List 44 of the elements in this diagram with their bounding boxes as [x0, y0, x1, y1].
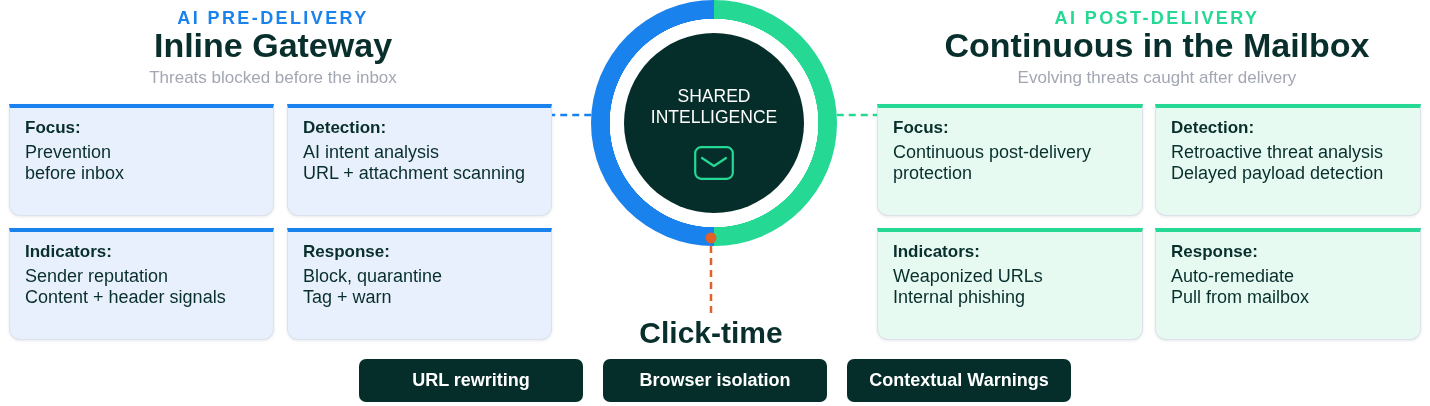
card-text: Weaponized URLs — [893, 266, 1043, 287]
section-title: Inline Gateway — [153, 27, 393, 63]
disc-label: SHARED INTELLIGENCE — [649, 86, 779, 128]
card-text: Tag + warn — [303, 287, 392, 308]
card-text: Prevention before inbox — [25, 142, 126, 184]
section-subtitle: Threats blocked before the inbox — [149, 68, 397, 88]
feature-pill: Contextual Warnings — [847, 359, 1071, 402]
dashed-connector — [552, 113, 592, 117]
card-text: Content + header signals — [25, 287, 226, 308]
card-heading: Response: — [1171, 242, 1258, 262]
info-card — [287, 228, 552, 340]
card-heading: Focus: — [893, 118, 949, 138]
card-heading: Detection: — [1171, 118, 1255, 138]
dashed-connector — [836, 113, 877, 117]
dashed-connector — [705, 232, 717, 316]
card-text: Delayed payload detection — [1171, 163, 1384, 184]
card-text: Sender reputation — [25, 266, 169, 287]
card-text: Block, quarantine — [303, 266, 443, 287]
card-heading: Indicators: — [893, 242, 980, 262]
card-heading: Focus: — [25, 118, 81, 138]
feature-pill: URL rewriting — [359, 359, 583, 402]
info-card — [9, 228, 274, 340]
card-heading: Detection: — [303, 118, 387, 138]
section-heading: Click-time — [639, 316, 783, 349]
info-card — [1155, 228, 1421, 340]
feature-pill: Browser isolation — [603, 359, 827, 402]
card-heading: Response: — [303, 242, 390, 262]
info-card — [877, 228, 1143, 340]
card-text: Continuous post-delivery protection — [893, 142, 1093, 184]
info-card — [1155, 104, 1421, 216]
section-eyebrow: AI POST-DELIVERY — [1054, 8, 1260, 28]
card-text: Auto-remediate — [1171, 266, 1295, 287]
card-text: Retroactive threat analysis — [1171, 142, 1384, 163]
card-text: Pull from mailbox — [1171, 287, 1310, 308]
section-eyebrow: AI PRE-DELIVERY — [177, 8, 369, 28]
info-card — [877, 104, 1143, 216]
info-card — [287, 104, 552, 216]
card-text: AI intent analysis — [303, 142, 440, 163]
card-text: Internal phishing — [893, 287, 1026, 308]
info-card — [9, 104, 274, 216]
section-subtitle: Evolving threats caught after delivery — [1017, 68, 1297, 88]
card-text: URL + attachment scanning — [303, 163, 525, 184]
card-heading: Indicators: — [25, 242, 112, 262]
section-title: Continuous in the Mailbox — [944, 27, 1370, 63]
